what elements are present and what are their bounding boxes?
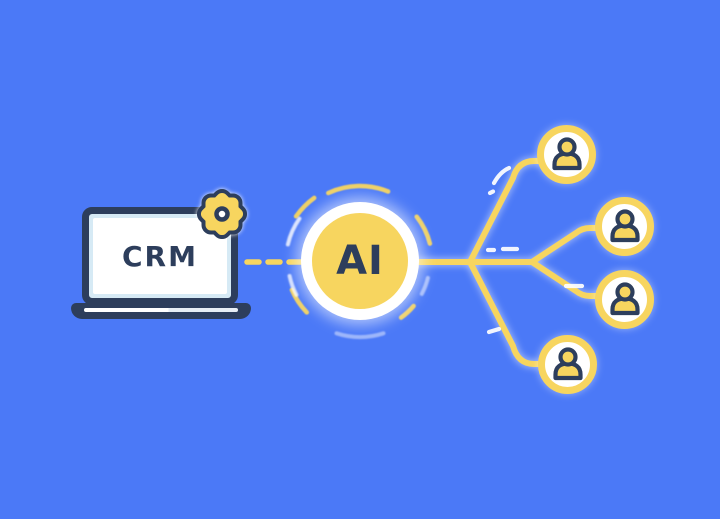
ai-glow-arcs-white [285,216,430,339]
user-icon [609,208,640,242]
crm-label: CRM [122,239,198,273]
user-node [595,270,654,329]
ai-circle: AI [312,213,408,309]
laptop-base-stripe [84,308,238,312]
user-icon [551,136,582,170]
gear-icon [196,188,248,240]
user-icon [609,281,640,315]
ai-node: AI [301,202,419,320]
user-node [595,197,654,256]
laptop-base [71,303,251,319]
speed-dashes [485,165,585,335]
branch-tree [411,158,600,367]
laptop-screen: CRM [82,207,238,305]
user-node [537,125,596,184]
user-node [538,335,597,394]
ai-label: AI [336,238,384,284]
ai-glow-arcs-yellow [289,183,433,320]
user-icon [552,346,583,380]
